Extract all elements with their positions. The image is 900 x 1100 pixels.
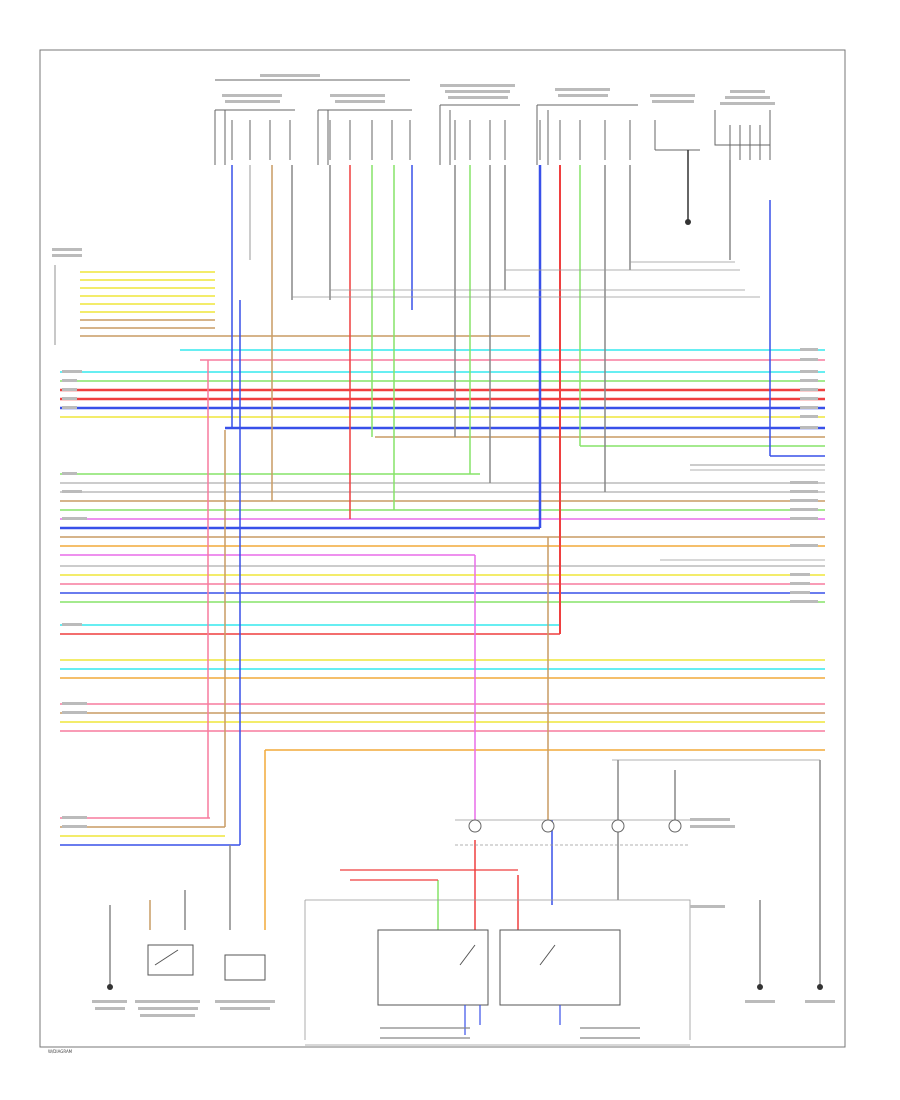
diagram-border	[39, 49, 846, 1048]
vertical-wires	[109, 150, 821, 985]
relay-right	[499, 929, 621, 1006]
relay-left	[377, 929, 489, 1006]
splice-4	[668, 819, 682, 833]
top-components	[214, 79, 771, 165]
relay-feed-wires	[340, 869, 640, 1039]
bottom-relays	[147, 929, 621, 1006]
splice-1	[468, 819, 482, 833]
left-wire-labels	[62, 370, 87, 828]
splice-3	[611, 819, 625, 833]
splice-points	[468, 819, 682, 833]
switch-box	[147, 944, 194, 976]
sensor-box	[224, 954, 266, 981]
ground-return-lines	[292, 261, 825, 1046]
bottom-component-labels	[92, 818, 835, 1017]
splice-2	[541, 819, 555, 833]
right-wire-labels	[790, 348, 818, 603]
top-component-labels	[222, 74, 775, 105]
page-id: W/DIAGRAM	[48, 1049, 73, 1054]
ground-symbols	[107, 219, 823, 990]
left-connector-block	[52, 248, 82, 345]
bus-lines	[60, 271, 825, 846]
